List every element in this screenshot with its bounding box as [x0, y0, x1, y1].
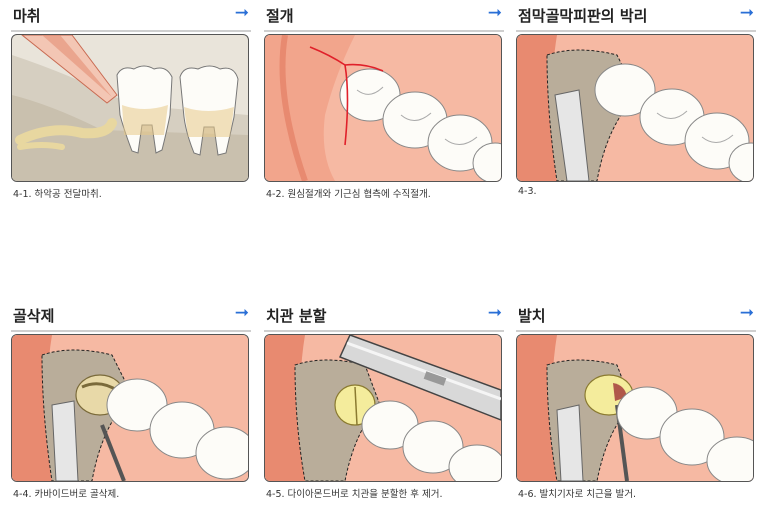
panel-extraction: 발치 ➞ 4-6. 발치기자로 치근을 발거. [516, 300, 756, 505]
panel-caption: 4-3. [518, 186, 537, 197]
arrow-right-icon[interactable]: ➞ [740, 303, 754, 323]
panel-caption: 4-2. 원심절개와 기근심 협측에 수직절개. [266, 186, 431, 200]
illustration-incision [264, 34, 502, 182]
panel-crown-sectioning: 치관 분할 ➞ 4-5. 다이아몬드버로 치관을 분할한 후 제거. [264, 300, 504, 505]
panel-caption: 4-6. 발치기자로 치근을 발거. [518, 486, 636, 500]
panel-title: 마취 [13, 5, 41, 26]
panel-flap-reflection: 점막골막피판의 박리 ➞ 4-3. [516, 0, 756, 205]
panel-header: 점막골막피판의 박리 ➞ [516, 0, 756, 32]
illustration-extraction [516, 334, 754, 482]
arrow-right-icon[interactable]: ➞ [235, 3, 249, 23]
panel-caption: 4-4. 카바이드버로 골삭제. [13, 486, 119, 500]
illustration-crown-sectioning [264, 334, 502, 482]
panel-header: 치관 분할 ➞ [264, 300, 504, 332]
panel-bone-removal: 골삭제 ➞ 4-4. 카바이드버로 골삭제. [11, 300, 251, 505]
panel-header: 절개 ➞ [264, 0, 504, 32]
panel-caption: 4-5. 다이아몬드버로 치관을 분할한 후 제거. [266, 486, 443, 500]
panel-title: 치관 분할 [266, 305, 326, 326]
panel-title: 절개 [266, 5, 294, 26]
arrow-right-icon[interactable]: ➞ [235, 303, 249, 323]
panel-header: 발치 ➞ [516, 300, 756, 332]
arrow-right-icon[interactable]: ➞ [488, 3, 502, 23]
arrow-right-icon[interactable]: ➞ [740, 3, 754, 23]
panel-header: 마취 ➞ [11, 0, 251, 32]
illustration-flap [516, 34, 754, 182]
arrow-right-icon[interactable]: ➞ [488, 303, 502, 323]
panel-title: 발치 [518, 305, 546, 326]
panel-title: 점막골막피판의 박리 [518, 5, 647, 26]
illustration-bone-removal [11, 334, 249, 482]
panel-caption: 4-1. 하악공 전달마취. [13, 186, 102, 200]
panel-title: 골삭제 [13, 305, 54, 326]
panel-header: 골삭제 ➞ [11, 300, 251, 332]
illustration-anesthesia [11, 34, 249, 182]
panel-anesthesia: 마취 ➞ 4-1. 하악공 전달마취. [11, 0, 251, 205]
panel-incision: 절개 ➞ 4-2. 원심절개와 기근심 협측에 수직절개. [264, 0, 504, 205]
